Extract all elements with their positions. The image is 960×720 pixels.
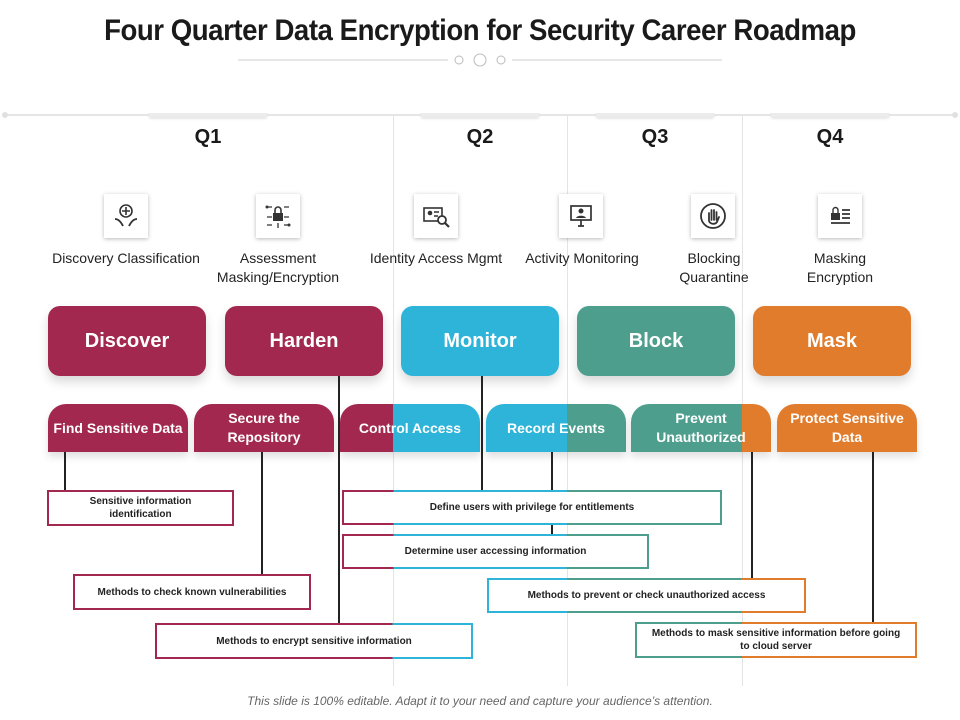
title-divider: [238, 53, 722, 67]
quarter-label-q2: Q2: [466, 126, 494, 148]
page-title: Four Quarter Data Encryption for Securit…: [104, 14, 856, 47]
subphase-prevent-unauthorized: Prevent Unauthorized: [631, 404, 771, 452]
monitor-user-icon: [559, 194, 603, 238]
icon-label: Blocking Quarantine: [679, 250, 749, 285]
connector-line: [751, 452, 753, 578]
stop-hand-icon: [691, 194, 735, 238]
timeline-end-dot: [952, 112, 958, 118]
subphase-record-events: Record Events: [486, 404, 626, 452]
note-encrypt-information: Methods to encrypt sensitive information: [155, 623, 473, 659]
quarter-label-q3: Q3: [641, 126, 669, 148]
id-card-search-icon: [414, 194, 458, 238]
quarter-tab: [420, 113, 540, 117]
connector-line: [481, 376, 483, 490]
icon-label: Identity Access Mgmt: [369, 250, 503, 266]
subphase-protect-sensitive-data: Protect Sensitive Data: [777, 404, 917, 452]
icon-label: Discovery Classification: [52, 250, 200, 266]
subphase-find-sensitive-data: Find Sensitive Data: [48, 404, 188, 452]
note-determine-user: Determine user accessing information: [342, 534, 649, 569]
lock-document-icon: [818, 194, 862, 238]
connector-line: [338, 376, 340, 624]
phase-block: Block: [577, 306, 735, 376]
connector-line: [872, 452, 874, 622]
note-mask-before-cloud: Methods to mask sensitive information be…: [635, 622, 917, 658]
subphase-secure-repository: Secure the Repository: [194, 404, 334, 452]
note-prevent-access: Methods to prevent or check unauthorized…: [487, 578, 806, 613]
phase-mask: Mask: [753, 306, 911, 376]
note-sensitive-identification: Sensitive information identification: [47, 490, 234, 526]
circuit-lock-icon: [256, 194, 300, 238]
quarter-tab: [595, 113, 715, 117]
phase-harden: Harden: [225, 306, 383, 376]
phase-monitor: Monitor: [401, 306, 559, 376]
quarter-label-q1: Q1: [194, 126, 222, 148]
note-check-vulnerabilities: Methods to check known vulnerabilities: [73, 574, 311, 610]
footer-note: This slide is 100% editable. Adapt it to…: [247, 694, 713, 708]
icon-label: Masking Encryption: [806, 250, 874, 285]
shield-hands-icon: [104, 194, 148, 238]
note-define-users: Define users with privilege for entitlem…: [342, 490, 722, 525]
quarter-divider: [567, 116, 568, 686]
quarter-divider: [742, 116, 743, 686]
connector-line: [261, 452, 263, 574]
phase-discover: Discover: [48, 306, 206, 376]
quarter-tab: [148, 113, 268, 117]
subphase-control-access: Control Access: [340, 404, 480, 452]
quarter-label-q4: Q4: [816, 126, 844, 148]
timeline-start-dot: [2, 112, 8, 118]
icon-label: Assessment Masking/Encryption: [216, 250, 340, 285]
connector-line: [64, 452, 66, 490]
icon-label: Activity Monitoring: [525, 250, 639, 266]
quarter-tab: [770, 113, 890, 117]
quarter-divider: [393, 116, 394, 686]
